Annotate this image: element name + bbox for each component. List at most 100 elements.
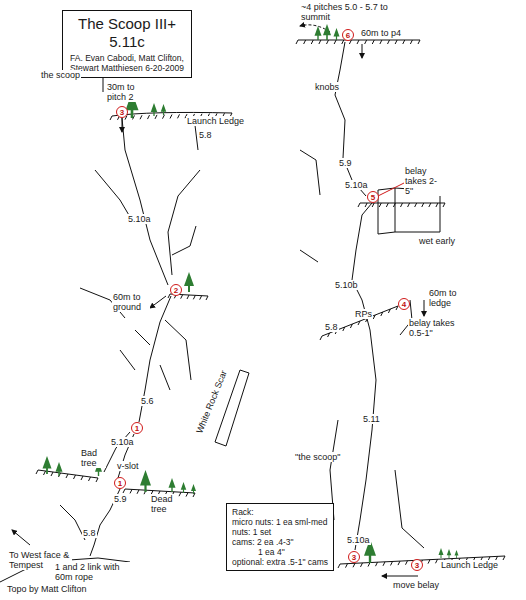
ledge-hatch xyxy=(170,115,172,119)
route-note: RPs xyxy=(354,309,373,319)
route-note: 1 and 2 link with 60m rope xyxy=(54,562,140,582)
ledge-hatch xyxy=(406,561,408,565)
ledge-hatch xyxy=(200,296,202,300)
route-note: Bad tree xyxy=(80,448,106,468)
ledge-hatch xyxy=(74,475,76,479)
ledge-hatch xyxy=(436,203,438,207)
ledge-hatch xyxy=(186,493,188,497)
ledge-hatch xyxy=(503,556,505,560)
ledge-hatch xyxy=(193,295,195,299)
ledge-hatch xyxy=(403,40,405,44)
ledge-hatch xyxy=(415,203,417,207)
credit-note: Topo by Matt Clifton xyxy=(6,584,88,594)
ledge-hatch xyxy=(179,492,181,496)
ledge-hatch xyxy=(361,563,363,567)
ledge-hatch xyxy=(436,559,438,563)
route-note: 5.9 xyxy=(113,494,128,504)
ledge-hatch xyxy=(304,40,306,44)
ledge-hatch xyxy=(443,203,445,207)
ledge-hatch xyxy=(358,203,360,207)
route-note: "the scoop" xyxy=(294,452,341,462)
route-note: knobs xyxy=(314,82,340,92)
ledge-hatch xyxy=(379,203,381,207)
ledge-hatch xyxy=(327,40,329,44)
route-note: 5.6 xyxy=(140,396,155,406)
belay-label: 3 xyxy=(415,561,419,570)
ledge-hatch xyxy=(346,564,348,568)
belay-number: 3 xyxy=(116,106,128,118)
belay-number: 3 xyxy=(348,551,360,563)
belay-label: 1 xyxy=(135,424,139,433)
ledge-hatch xyxy=(372,203,374,207)
rack-item: micro nuts: 1 ea sml-med xyxy=(232,517,328,527)
ledge-hatch xyxy=(388,309,390,313)
ledge-hatch xyxy=(383,562,385,566)
rack-item: 1 ea 4" xyxy=(232,547,328,557)
ledge-hatch xyxy=(178,114,180,118)
ledge-hatch xyxy=(343,327,345,331)
rack-item: cams: 2 ea .4-3" xyxy=(232,537,328,547)
ledge-hatch xyxy=(96,478,98,482)
ledge-hatch xyxy=(388,40,390,44)
ledge-hatch xyxy=(319,40,321,44)
route-note: 5.8 xyxy=(324,322,339,332)
ledge-hatch xyxy=(338,564,340,568)
route-note: 5.8 xyxy=(198,130,213,140)
title-box: The Scoop III+ 5.11cFA. Evan Cabodi, Mat… xyxy=(62,10,192,78)
ledge-hatch xyxy=(89,477,91,481)
ledge-hatch xyxy=(44,471,46,475)
ledge-hatch xyxy=(206,296,208,300)
ledge-hatch xyxy=(66,474,68,478)
ledge-hatch xyxy=(381,312,383,316)
ledge-hatch xyxy=(110,116,112,120)
route-note: Dead tree xyxy=(150,494,178,514)
route-note: Launch Ledge xyxy=(440,560,499,570)
ledge-hatch xyxy=(398,561,400,565)
ledge-hatch xyxy=(140,115,142,119)
rack-item: nuts: 1 set xyxy=(232,527,328,537)
ledge-hatch xyxy=(376,562,378,566)
ledge-hatch xyxy=(296,40,298,44)
ledge-hatch xyxy=(311,40,313,44)
ledge-hatch xyxy=(334,40,336,44)
belay-label: 3 xyxy=(120,108,124,117)
ledge-hatch xyxy=(187,295,189,299)
route-note: 5.10a xyxy=(346,535,371,545)
rack-item: optional: extra .5-1" cams xyxy=(232,557,328,567)
belay-label: 2 xyxy=(174,286,178,295)
ledge-hatch xyxy=(380,40,382,44)
belay-number: 4 xyxy=(398,298,410,310)
ledge-hatch xyxy=(353,563,355,567)
ledge-hatch xyxy=(373,315,375,319)
route-note: 30m to pitch 2 xyxy=(106,82,152,102)
ledge-hatch xyxy=(365,203,367,207)
ledge-hatch xyxy=(36,470,38,474)
ledge-hatch xyxy=(320,336,322,340)
route-note: the scoop xyxy=(40,70,81,80)
belay-number: 1 xyxy=(114,477,126,489)
route-note: 60m to ledge xyxy=(428,288,466,308)
first-ascent: FA. Evan Cabodi, Matt Clifton, Stewart M… xyxy=(69,53,185,73)
ledge-hatch xyxy=(181,295,183,299)
ledge-hatch xyxy=(395,40,397,44)
route-note: v-slot xyxy=(116,461,140,471)
ledge-hatch xyxy=(328,333,330,337)
ledge-hatch xyxy=(372,40,374,44)
ledge-hatch xyxy=(137,490,139,494)
belay-label: 4 xyxy=(402,300,406,309)
ledge-hatch xyxy=(163,115,165,119)
rack-heading: Rack: xyxy=(232,507,328,517)
ledge-hatch xyxy=(358,321,360,325)
route-note: ~4 pitches 5.0 - 5.7 to summit xyxy=(300,2,398,22)
ledge-hatch xyxy=(123,489,125,493)
ledge-hatch xyxy=(368,563,370,567)
belay-number: 1 xyxy=(131,422,143,434)
route-note: 5.10a xyxy=(127,214,152,224)
ledge-hatch xyxy=(365,40,367,44)
ledge-hatch xyxy=(422,203,424,207)
ledge-hatch xyxy=(148,115,150,119)
route-note: belay takes 2-5" xyxy=(404,166,442,196)
ledge-hatch xyxy=(155,115,157,119)
belay-label: 1 xyxy=(118,479,122,488)
route-note: Launch Ledge xyxy=(186,116,245,126)
